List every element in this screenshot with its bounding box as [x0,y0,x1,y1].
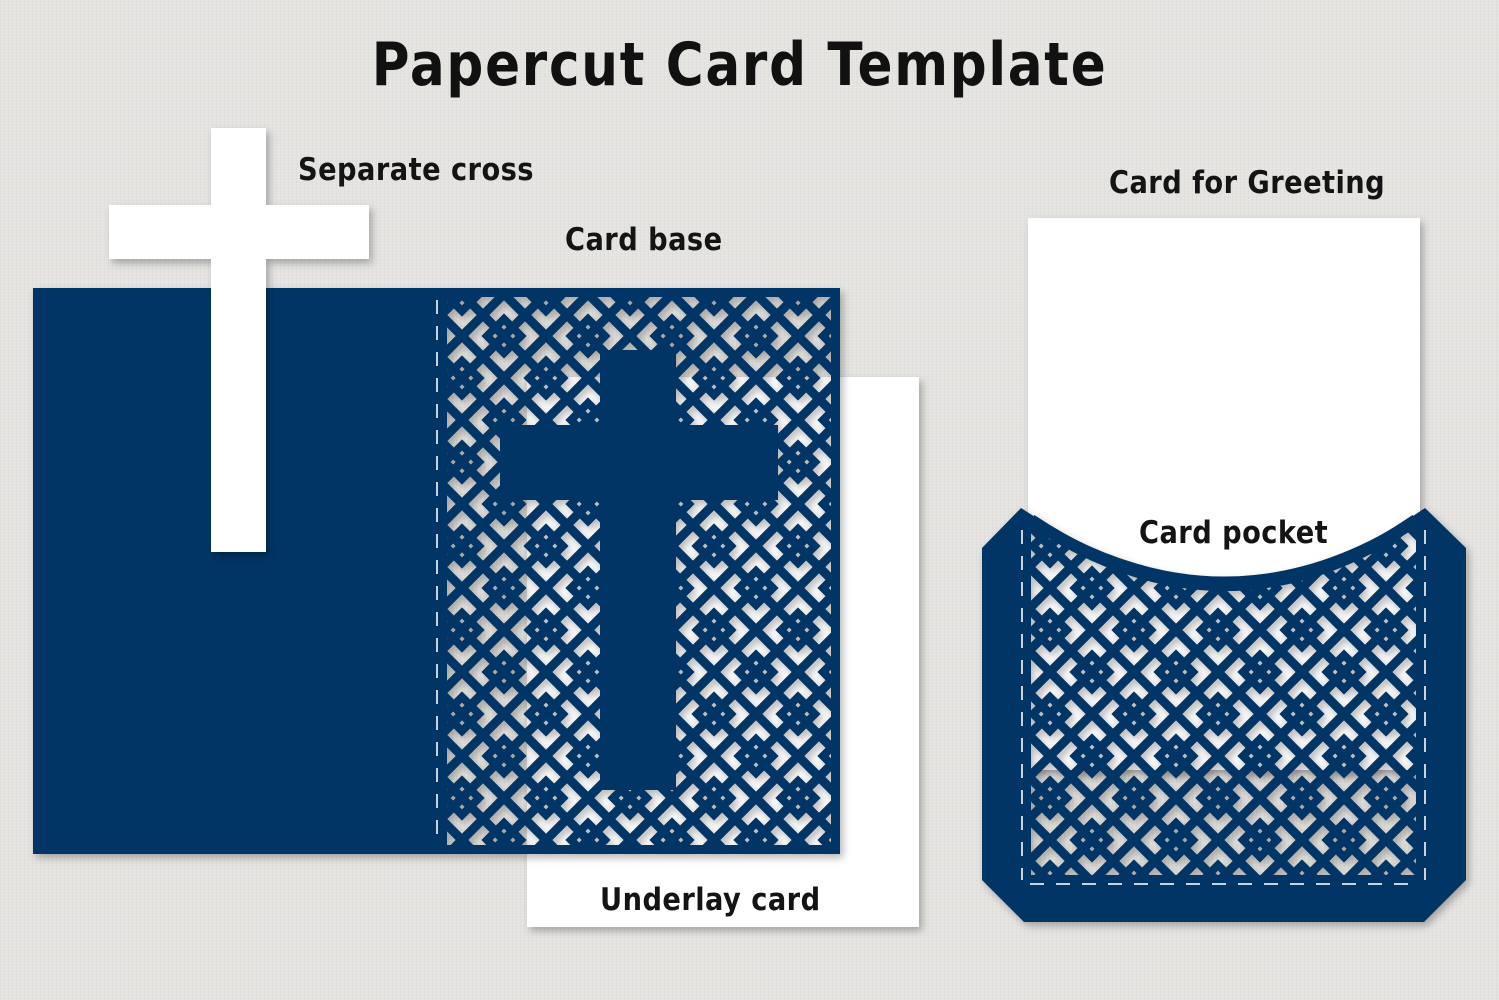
label-card-base: Card base [565,222,723,258]
label-separate-cross: Separate cross [298,152,534,188]
card-base [33,288,840,854]
label-card-pocket: Card pocket [1139,515,1329,551]
cross-cutout [500,350,778,790]
label-card-for-greeting: Card for Greeting [1109,165,1386,201]
page-title: Papercut Card Template [371,30,1108,100]
label-underlay-card: Underlay card [600,882,821,918]
separate-cross [109,128,369,552]
card-pocket [982,508,1466,922]
